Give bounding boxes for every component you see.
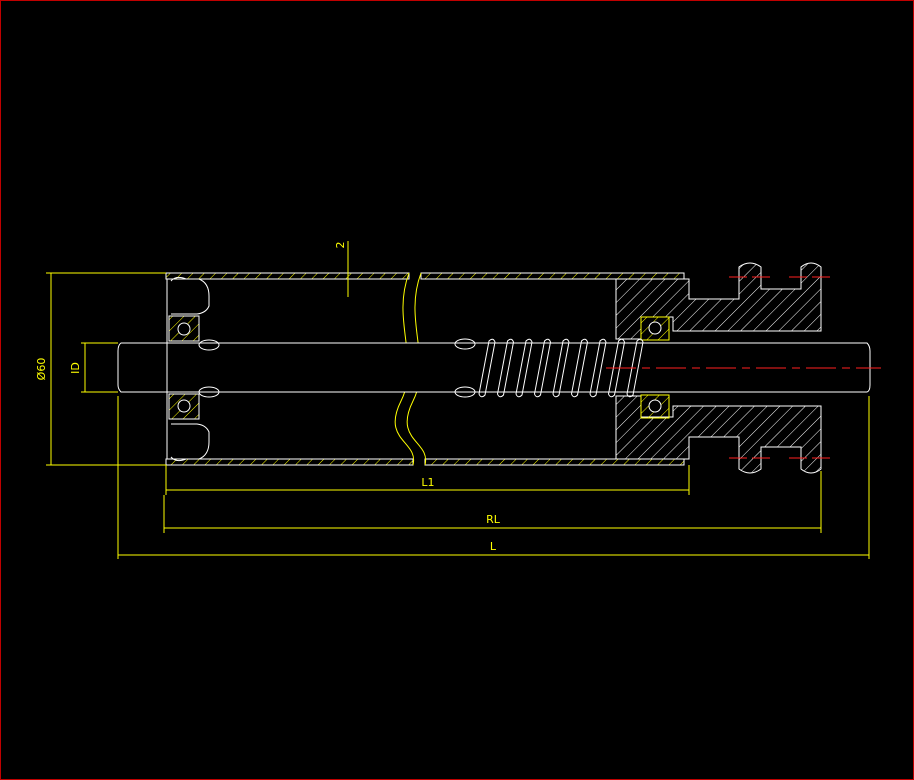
dim-roller-length-label: RL [486,513,501,526]
circlip-groove [454,338,476,350]
dim-outer-diameter-label: Ø60 [35,358,48,381]
spring-coil [478,338,496,398]
dim-wall-thickness-label: 2 [334,242,347,249]
circlip-groove [454,386,476,398]
spring-coil [552,338,570,398]
right-hub [615,262,822,474]
dim-total-length-label: L [490,540,497,553]
tube-wall-bottom-left [165,458,414,466]
break-lines [394,272,427,466]
spring-coil [607,338,626,398]
tube [165,272,685,466]
circlip-groove [198,386,220,398]
shaft [117,338,871,398]
spring-coil [570,338,589,398]
circlip-groove [198,339,220,351]
tube-wall-top-right [420,272,685,280]
tube-wall-bottom-right [424,458,685,466]
spring-coil [496,338,515,398]
spring-coil [589,338,607,398]
dim-shaft-diameter-label: ID [69,362,82,374]
spring-coil [626,338,644,398]
spring-coil [515,338,533,398]
left-end-cap [166,276,210,462]
spring-coil [533,338,552,398]
dim-tube-length-label: L1 [421,476,434,489]
tube-wall-top-left [165,272,410,280]
spring [478,338,644,398]
dimensions [46,241,870,559]
centerlines [606,276,881,459]
